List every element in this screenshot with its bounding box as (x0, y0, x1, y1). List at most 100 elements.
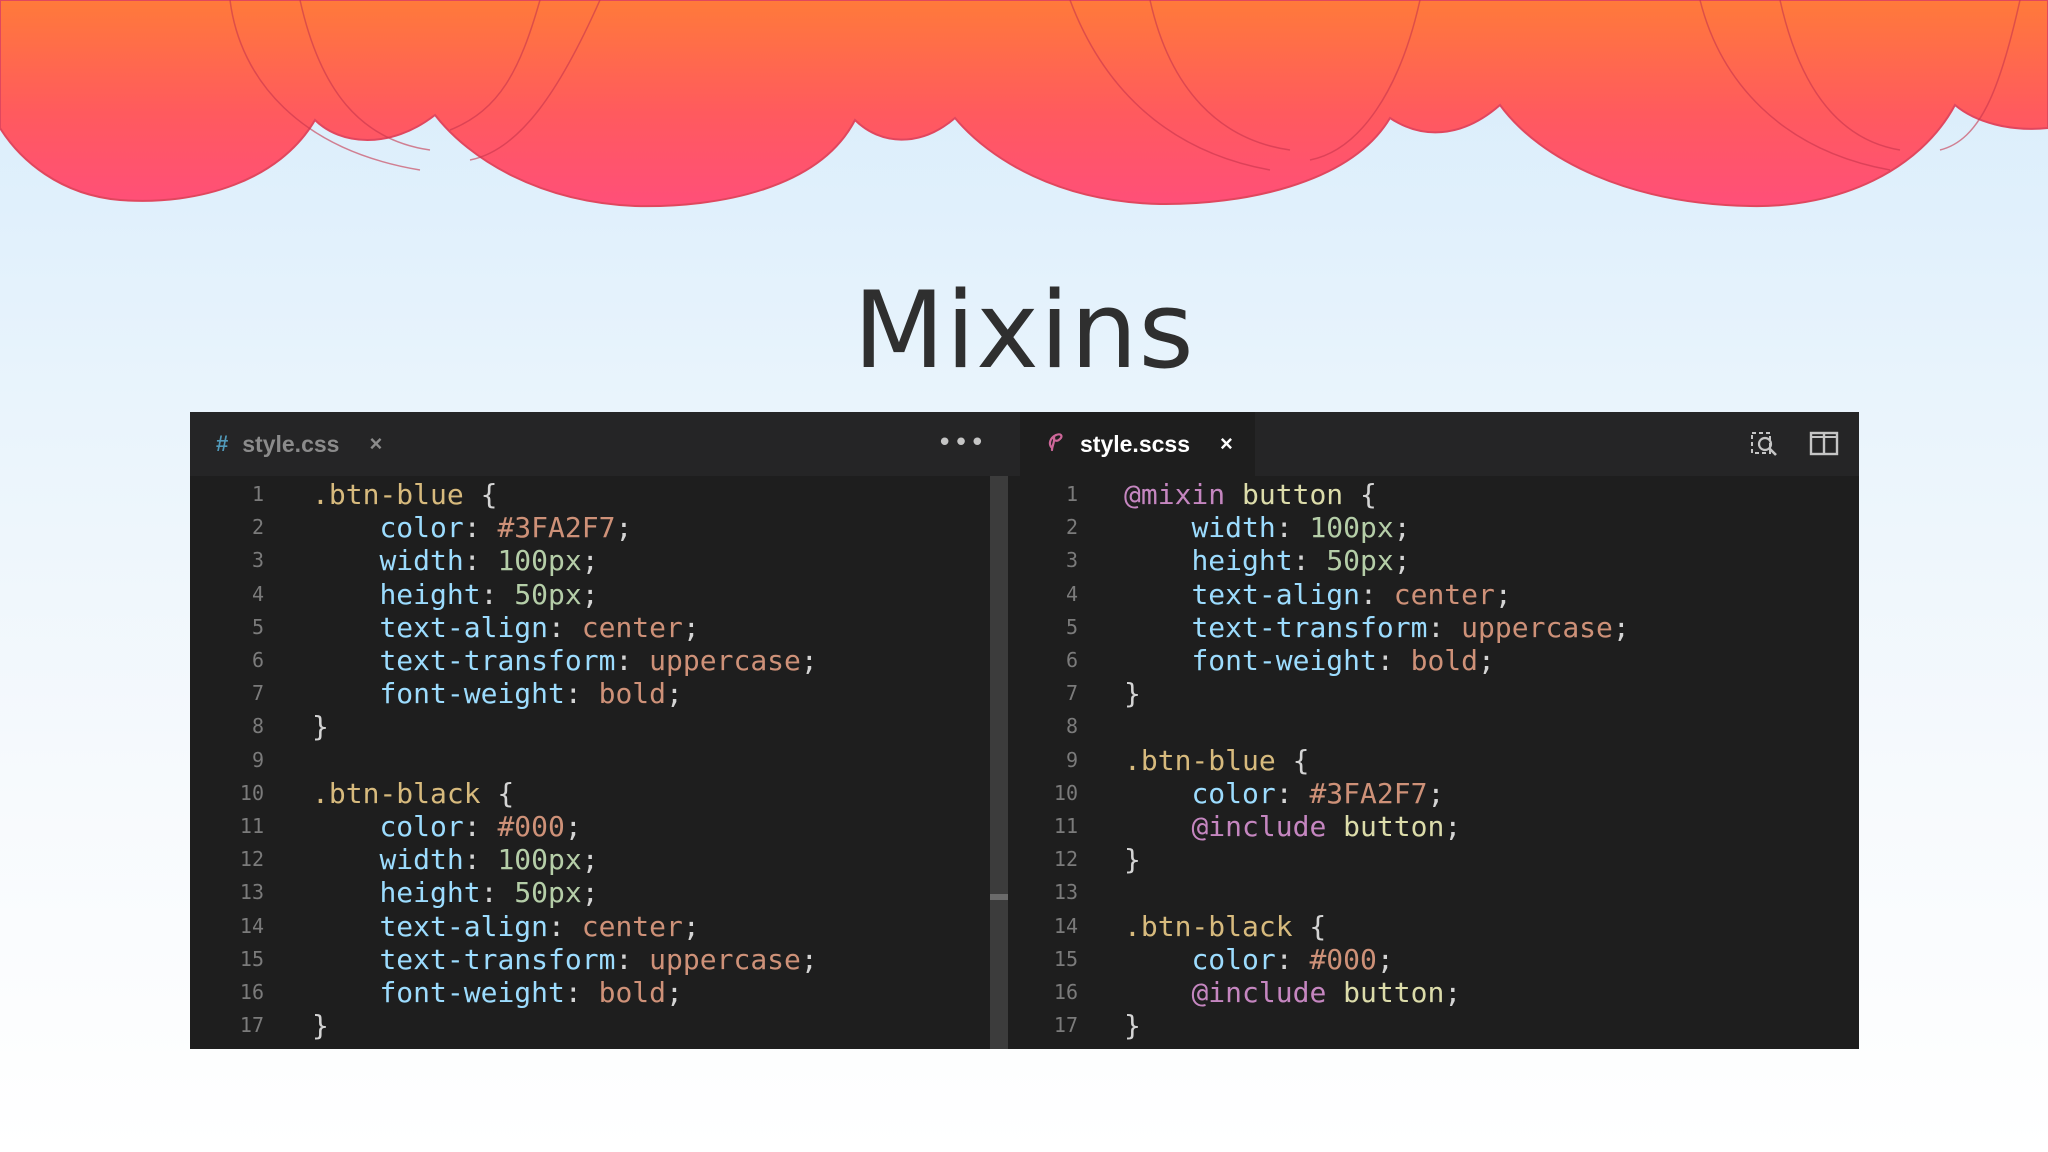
line-number: 16 (1053, 980, 1078, 1004)
code-line[interactable]: 3 width: 100px; (190, 544, 1008, 577)
code-line[interactable]: 13 height: 50px; (190, 876, 1008, 909)
scrollbar-thumb[interactable] (990, 894, 1008, 900)
code-line[interactable]: 2 width: 100px; (1008, 511, 1859, 544)
code-token (312, 976, 379, 1009)
line-number: 5 (1065, 614, 1078, 639)
code-token: : (1360, 577, 1394, 611)
code-line[interactable]: 12 width: 100px; (190, 843, 1008, 876)
code-text: font-weight: bold; (312, 677, 682, 710)
line-number: 15 (239, 946, 264, 971)
code-line[interactable]: 8} (190, 710, 1008, 743)
code-token: center (1393, 577, 1495, 611)
code-text: width: 100px; (312, 544, 599, 578)
code-line[interactable]: 4 height: 50px; (190, 578, 1008, 611)
code-line[interactable]: 4 text-align: center; (1008, 578, 1859, 611)
open-preview-icon[interactable] (1749, 430, 1779, 458)
code-line[interactable]: 15 text-transform: uppercase; (190, 943, 1008, 976)
code-token: : (564, 976, 599, 1009)
code-token: 100px (497, 544, 582, 578)
code-token (312, 544, 379, 577)
split-editor-icon[interactable] (1809, 430, 1839, 458)
code-editor: # style.css × ••• 1.btn-blue {2 color: #… (190, 412, 1859, 1049)
code-line[interactable]: 2 color: #3FA2F7; (190, 511, 1008, 544)
code-text: text-align: center; (312, 611, 699, 644)
code-token: : (463, 843, 498, 877)
code-text: text-transform: uppercase; (1124, 610, 1629, 644)
code-area-left[interactable]: 1.btn-blue {2 color: #3FA2F7;3 width: 10… (190, 476, 1008, 1049)
close-icon[interactable]: × (369, 431, 383, 456)
line-number: 13 (239, 880, 264, 905)
code-token: : (463, 810, 498, 843)
code-line[interactable]: 16 @include button; (1008, 976, 1859, 1009)
code-line[interactable]: 3 height: 50px; (1008, 544, 1859, 577)
code-token: 50px (1326, 544, 1394, 578)
code-token: : (1427, 610, 1462, 644)
code-line[interactable]: 13 (1008, 876, 1859, 909)
tab-label: style.css (242, 430, 340, 457)
code-token: ; (1444, 976, 1462, 1009)
code-token: height (379, 876, 481, 910)
code-token: { (480, 776, 515, 810)
line-number: 14 (239, 913, 264, 938)
code-token: ; (1393, 544, 1411, 578)
code-line[interactable]: 8 (1008, 710, 1859, 743)
code-line[interactable]: 10 color: #3FA2F7; (1008, 777, 1859, 810)
line-number: 2 (1065, 515, 1078, 540)
scrollbar[interactable] (990, 476, 1008, 1049)
code-line[interactable]: 16 font-weight: bold; (190, 976, 1008, 1009)
code-line[interactable]: 6 text-transform: uppercase; (190, 644, 1008, 677)
code-line[interactable]: 5 text-align: center; (190, 611, 1008, 644)
code-token: : (480, 577, 515, 611)
code-token (1124, 644, 1191, 677)
code-token: ; (564, 810, 582, 843)
code-text: text-transform: uppercase; (312, 943, 817, 976)
code-line[interactable]: 1.btn-blue { (190, 478, 1008, 511)
code-token: ; (581, 544, 599, 578)
code-token (312, 611, 379, 644)
code-line[interactable]: 12} (1008, 843, 1859, 876)
code-token: : (463, 511, 498, 545)
code-line[interactable]: 9.btn-blue { (1008, 744, 1859, 777)
tab-style-scss[interactable]: style.scss × (1020, 412, 1255, 476)
line-number: 10 (1053, 780, 1078, 805)
code-area-right[interactable]: 1@mixin button {2 width: 100px;3 height:… (1008, 476, 1859, 1049)
line-number: 3 (251, 548, 264, 573)
code-line[interactable]: 7 font-weight: bold; (190, 677, 1008, 710)
code-token: { (463, 478, 498, 511)
code-line[interactable]: 1@mixin button { (1008, 478, 1859, 511)
code-token: width (379, 843, 464, 877)
code-line[interactable]: 11 @include button; (1008, 810, 1859, 843)
code-text: text-align: center; (312, 909, 699, 943)
code-text: width: 100px; (312, 843, 598, 877)
code-line[interactable]: 7} (1008, 677, 1859, 710)
code-line[interactable]: 5 text-transform: uppercase; (1008, 611, 1859, 644)
line-number: 5 (251, 614, 264, 639)
code-line[interactable]: 17} (190, 1009, 1008, 1042)
code-token: : (1275, 942, 1310, 976)
code-token: .btn-black (1124, 909, 1293, 943)
more-actions-icon[interactable]: ••• (936, 428, 986, 458)
code-token: : (615, 644, 650, 677)
code-token: ; (1376, 942, 1394, 976)
code-line[interactable]: 10.btn-black { (190, 777, 1008, 810)
code-line[interactable]: 14.btn-black { (1008, 910, 1859, 943)
code-token: font-weight (379, 976, 565, 1009)
code-line[interactable]: 9 (190, 744, 1008, 777)
tab-style-css[interactable]: # style.css × (190, 412, 405, 476)
code-token: : (1275, 776, 1310, 810)
code-token: text-align (1191, 577, 1361, 611)
code-line[interactable]: 11 color: #000; (190, 810, 1008, 843)
code-line[interactable]: 6 font-weight: bold; (1008, 644, 1859, 677)
code-text: } (312, 1009, 329, 1042)
code-text: .btn-black { (312, 777, 514, 810)
code-line[interactable]: 17} (1008, 1009, 1859, 1042)
code-line[interactable]: 15 color: #000; (1008, 943, 1859, 976)
code-token: { (1343, 478, 1377, 511)
code-text: } (312, 710, 329, 743)
code-token: center (581, 909, 683, 943)
code-token: ; (1494, 577, 1512, 611)
close-icon[interactable]: × (1219, 431, 1233, 456)
code-token (1124, 578, 1191, 611)
code-line[interactable]: 14 text-align: center; (190, 910, 1008, 943)
code-token: } (312, 1009, 329, 1043)
